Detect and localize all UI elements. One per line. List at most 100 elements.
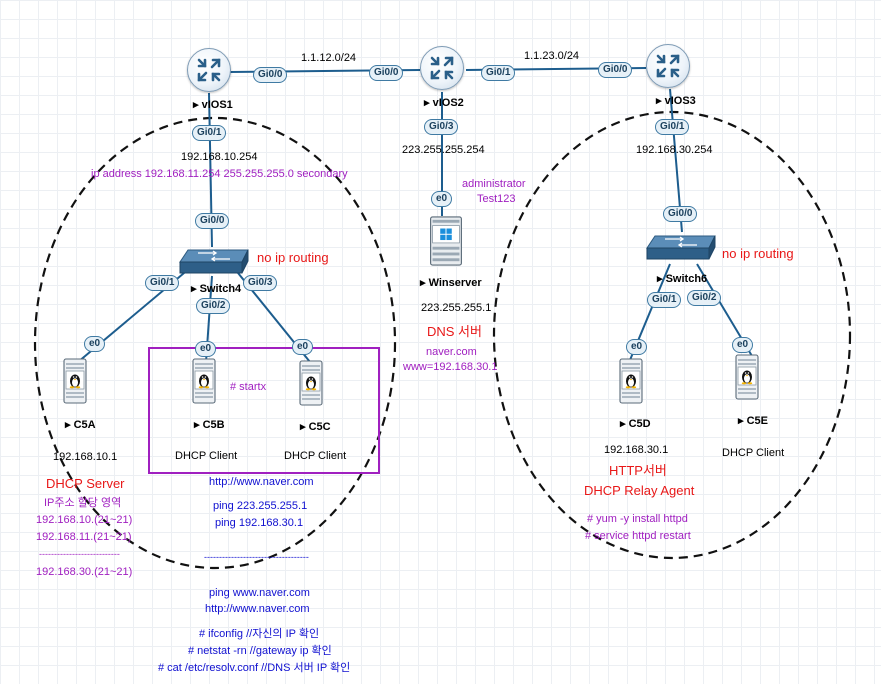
port-r1-gi00[interactable]: Gi0/0 bbox=[253, 67, 288, 83]
service-cmd: # service httpd restart bbox=[585, 530, 691, 542]
label-switch6: ▸ Switch6 bbox=[657, 272, 707, 285]
url-label-1[interactable]: http://www.naver.com bbox=[209, 476, 314, 488]
r3-ip-label: 192.168.30.254 bbox=[636, 144, 713, 156]
r1-ip-label: 192.168.10.254 bbox=[181, 151, 258, 163]
admin-user-label: administrator bbox=[462, 178, 526, 190]
switch-icon bbox=[198, 250, 230, 262]
linux-pc-icon bbox=[305, 376, 317, 391]
router-vios1[interactable] bbox=[187, 48, 231, 92]
dashed-area-left bbox=[33, 116, 397, 570]
dhcp-range1: 192.168.10.(21~21) bbox=[36, 514, 133, 526]
device-name: C5A bbox=[73, 419, 96, 431]
network-label-12: 1.1.12.0/24 bbox=[301, 52, 357, 64]
port-r2-gi01[interactable]: Gi0/1 bbox=[481, 65, 516, 81]
label-c5b: ▸ C5B bbox=[194, 418, 225, 431]
label-vios2: ▸ vIOS2 bbox=[424, 96, 464, 109]
router-icon bbox=[430, 56, 454, 80]
pc-c5e[interactable] bbox=[735, 354, 759, 400]
port-sw4-gi01[interactable]: Gi0/1 bbox=[145, 275, 180, 291]
dhcp-range-title: IP주소 할당 영역 bbox=[44, 497, 122, 509]
pc-c5c[interactable] bbox=[299, 360, 323, 406]
device-name: C5D bbox=[628, 418, 651, 430]
switch4[interactable] bbox=[178, 242, 252, 276]
triangle-right-icon: ▸ bbox=[193, 99, 199, 111]
device-name: C5E bbox=[746, 415, 768, 427]
port-c5d-e0[interactable]: e0 bbox=[626, 339, 648, 355]
port-sw6-gi00[interactable]: Gi0/0 bbox=[663, 206, 698, 222]
port-r2-gi00[interactable]: Gi0/0 bbox=[369, 65, 404, 81]
dhcp-divider: --------------------------- bbox=[39, 549, 120, 559]
port-sw4-gi00[interactable]: Gi0/0 bbox=[195, 213, 230, 229]
r1-secondary-label: ip address 192.168.11.254 255.255.255.0 … bbox=[91, 168, 348, 180]
winserver[interactable] bbox=[429, 216, 463, 266]
triangle-right-icon: ▸ bbox=[65, 419, 71, 431]
switch-icon bbox=[665, 236, 697, 248]
router-vios3[interactable] bbox=[646, 44, 690, 88]
windows-server-icon bbox=[440, 228, 452, 241]
router-vios2[interactable] bbox=[420, 46, 464, 90]
c5b-role: DHCP Client bbox=[175, 450, 238, 462]
label-vios1: ▸ vIOS1 bbox=[193, 98, 233, 111]
triangle-right-icon: ▸ bbox=[738, 415, 744, 427]
port-sw6-gi02[interactable]: Gi0/2 bbox=[687, 290, 722, 306]
triangle-right-icon: ▸ bbox=[420, 277, 426, 289]
c5a-ip-label: 192.168.10.1 bbox=[53, 451, 118, 463]
relay-agent-label: DHCP Relay Agent bbox=[584, 483, 695, 498]
label-c5a: ▸ C5A bbox=[65, 418, 96, 431]
ping-label-3: ping www.naver.com bbox=[209, 587, 310, 599]
router-icon bbox=[656, 54, 680, 78]
c5e-role: DHCP Client bbox=[722, 447, 785, 459]
port-c5e-e0[interactable]: e0 bbox=[732, 337, 754, 353]
triangle-right-icon: ▸ bbox=[194, 419, 200, 431]
dhcp-server-label: DHCP Server bbox=[46, 476, 125, 491]
port-c5c-e0[interactable]: e0 bbox=[292, 339, 314, 355]
triangle-right-icon: ▸ bbox=[657, 273, 663, 285]
port-r3-gi00[interactable]: Gi0/0 bbox=[598, 62, 633, 78]
divider-2: ----------------------------------- bbox=[204, 552, 309, 562]
triangle-right-icon: ▸ bbox=[300, 421, 306, 433]
sw6-note: no ip routing bbox=[722, 246, 794, 261]
label-c5d: ▸ C5D bbox=[620, 417, 651, 430]
device-name: vIOS2 bbox=[432, 97, 464, 109]
linux-pc-icon bbox=[741, 370, 753, 385]
cmd-netstat: # netstat -rn //gateway ip 확인 bbox=[188, 645, 332, 657]
pc-c5b[interactable] bbox=[192, 358, 216, 404]
switch6[interactable] bbox=[645, 228, 719, 262]
dhcp-client-box bbox=[148, 347, 380, 474]
port-c5a-e0[interactable]: e0 bbox=[84, 336, 106, 352]
cmd-resolv: # cat /etc/resolv.conf //DNS 서버 IP 확인 bbox=[158, 662, 351, 674]
triangle-right-icon: ▸ bbox=[620, 418, 626, 430]
linux-pc-icon bbox=[625, 374, 637, 389]
device-name: Winserver bbox=[428, 277, 482, 289]
port-r2-gi03[interactable]: Gi0/3 bbox=[424, 119, 459, 135]
dns-record2: www=192.168.30.1 bbox=[403, 361, 498, 373]
label-switch4: ▸ Switch4 bbox=[191, 282, 241, 295]
device-name: C5B bbox=[202, 419, 225, 431]
label-vios3: ▸ vIOS3 bbox=[656, 94, 696, 107]
port-sw4-gi02[interactable]: Gi0/2 bbox=[196, 298, 231, 314]
network-label-23: 1.1.23.0/24 bbox=[524, 50, 580, 62]
port-r1-gi01[interactable]: Gi0/1 bbox=[192, 125, 227, 141]
port-sw4-gi03[interactable]: Gi0/3 bbox=[243, 275, 278, 291]
port-srv-e0[interactable]: e0 bbox=[431, 191, 453, 207]
device-name: vIOS1 bbox=[201, 99, 233, 111]
pc-c5d[interactable] bbox=[619, 358, 643, 404]
url-label-2[interactable]: http://www.naver.com bbox=[205, 603, 310, 615]
dns-record1: naver.com bbox=[426, 346, 477, 358]
http-server-label: HTTP서버 bbox=[609, 463, 667, 478]
label-c5c: ▸ C5C bbox=[300, 420, 331, 433]
triangle-right-icon: ▸ bbox=[424, 97, 430, 109]
port-c5b-e0[interactable]: e0 bbox=[195, 341, 217, 357]
device-name: Switch4 bbox=[199, 283, 242, 295]
device-name: vIOS3 bbox=[664, 95, 696, 107]
label-winserver: ▸ Winserver bbox=[420, 276, 482, 289]
dhcp-range2: 192.168.11.(21~21) bbox=[36, 531, 132, 543]
port-sw6-gi01[interactable]: Gi0/1 bbox=[647, 292, 682, 308]
r2-ip-label: 223.255.255.254 bbox=[402, 144, 485, 156]
dns-title: DNS 서버 bbox=[427, 324, 482, 339]
c5c-role: DHCP Client bbox=[284, 450, 347, 462]
port-r3-gi01[interactable]: Gi0/1 bbox=[655, 119, 690, 135]
device-name: Switch6 bbox=[665, 273, 708, 285]
pc-c5a[interactable] bbox=[63, 358, 87, 404]
